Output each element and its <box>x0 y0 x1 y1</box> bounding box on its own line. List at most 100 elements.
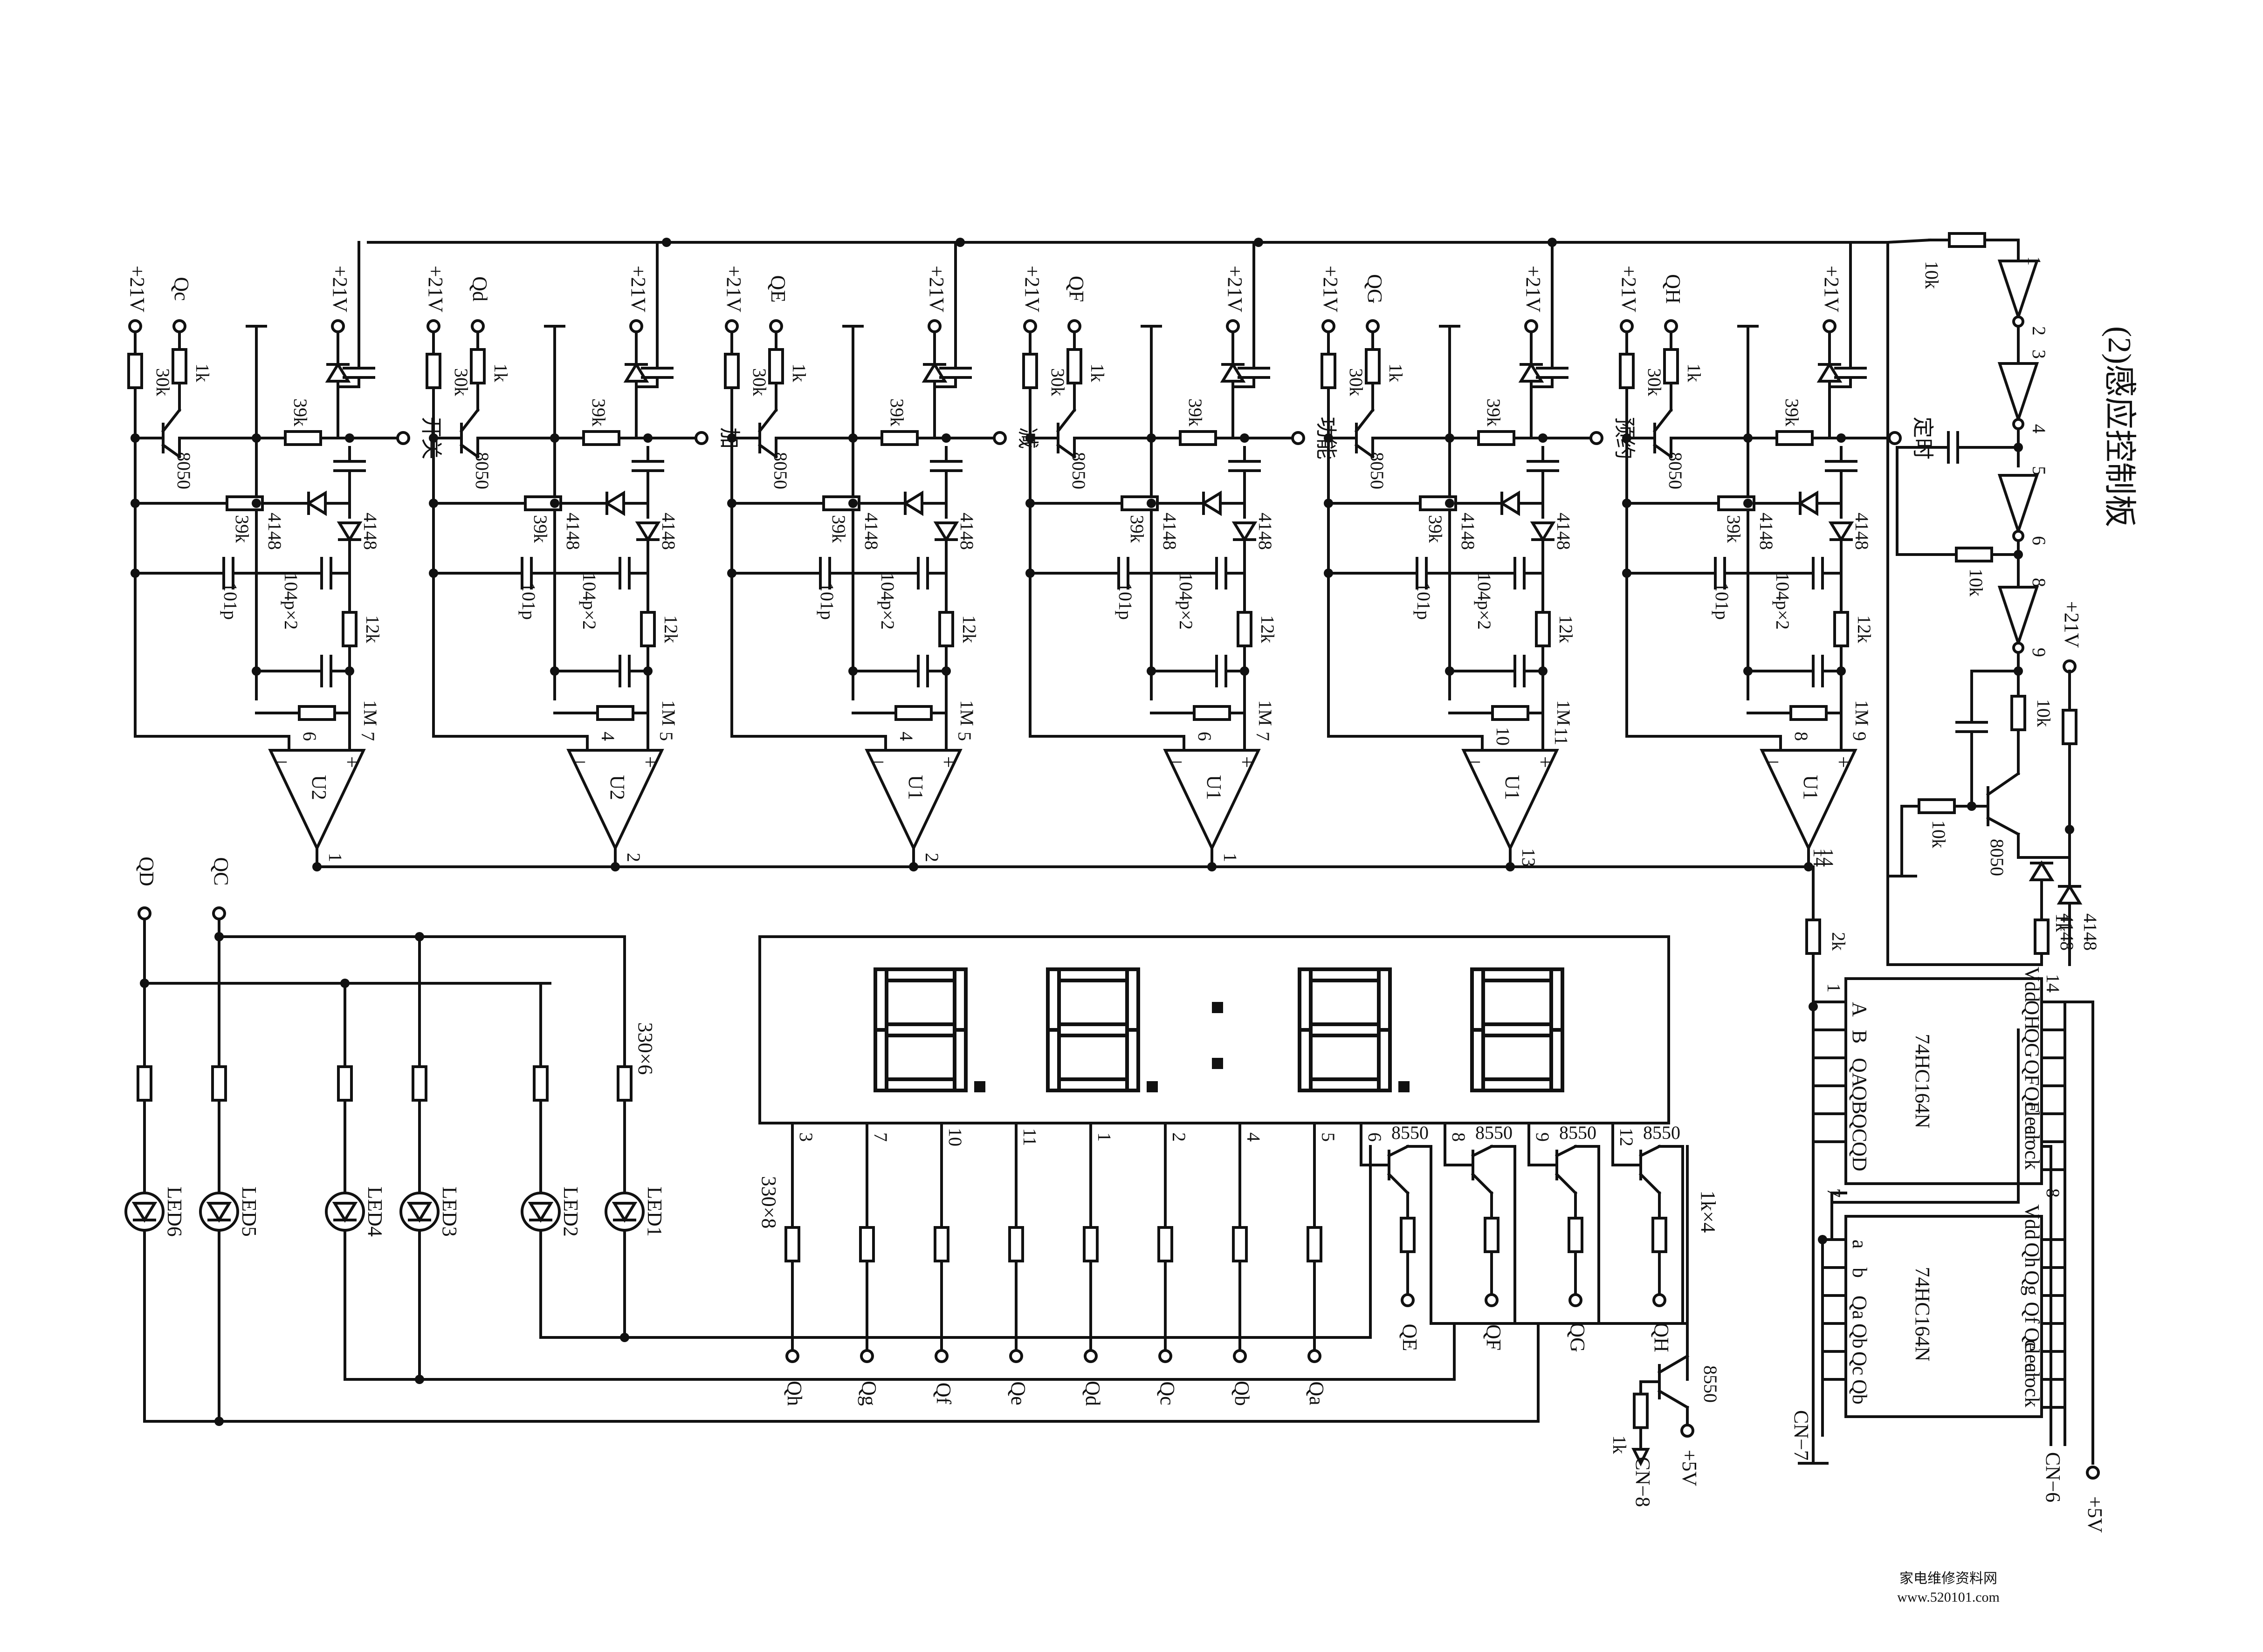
common-transistor: 8550 <box>1700 1365 1721 1403</box>
channel-5-v21: +21V <box>1319 266 1342 313</box>
channel-6-transistor: 8050 <box>1665 452 1686 489</box>
channel-2-v21: +21V <box>424 266 447 313</box>
channel-1-q: Qc <box>170 277 193 301</box>
led-qd: QD <box>135 857 158 886</box>
junction <box>214 1417 224 1426</box>
digit-pin: 6 <box>1364 1132 1385 1142</box>
resistor <box>2010 695 2026 731</box>
channel-3-opamp-name: U1 <box>904 775 927 800</box>
channel-2-r39k-top <box>582 430 620 446</box>
junction <box>1818 1235 1827 1244</box>
resistor <box>596 705 634 721</box>
segment-label: Qg <box>858 1381 880 1406</box>
label: 3 <box>2029 350 2050 359</box>
channel-5-q: QG <box>1363 274 1386 304</box>
channel-3-r1k <box>768 348 784 384</box>
terminal <box>1620 319 1634 333</box>
ic1-74hc164 <box>1844 977 2043 1185</box>
ic2-name: 74HC164N <box>1911 1267 1934 1362</box>
resistor <box>934 1226 949 1262</box>
junction <box>140 979 149 988</box>
ic1-pin-left: QB <box>1848 1086 1871 1114</box>
diode <box>337 521 363 542</box>
channel-2-r12k <box>640 611 656 647</box>
label: 2 <box>2029 326 2050 336</box>
ic2-pin-left: Qa <box>1848 1296 1871 1319</box>
terminal <box>331 319 345 333</box>
segment <box>1303 1022 1386 1037</box>
channel-2-diode-b: 4148 <box>658 513 679 550</box>
ic2-pin-right: Qe <box>2021 1328 2043 1351</box>
display-pin: 11 <box>1019 1128 1040 1146</box>
channel-5-opamp-name: U1 <box>1501 775 1524 800</box>
label: 4 <box>598 732 619 741</box>
channel-6-r30k <box>1619 353 1635 389</box>
label: 30k <box>1047 368 1068 396</box>
label: 5 <box>954 732 975 741</box>
terminal <box>1009 1349 1023 1363</box>
label: + <box>1241 751 1253 774</box>
ic2-pin-right: Qg <box>2021 1270 2043 1296</box>
label: 39k <box>1483 398 1504 426</box>
diode <box>2029 860 2055 881</box>
connector-cn8: CN−8 <box>1631 1457 1654 1507</box>
segment <box>1052 1022 1135 1037</box>
resistor <box>1400 1217 1416 1253</box>
label: − <box>1470 751 1481 774</box>
ic1-pin-left: QC <box>1848 1114 1871 1142</box>
channel-6-q: QH <box>1662 274 1685 304</box>
digit-label: QE <box>1398 1324 1421 1351</box>
digit-pin: 12 <box>1616 1128 1637 1146</box>
terminal <box>1652 1293 1666 1307</box>
terminal <box>928 319 942 333</box>
resistor-array-1kx4: 1k×4 <box>1697 1191 1720 1233</box>
resistor <box>1948 232 1986 248</box>
label: 1 <box>1823 983 1844 993</box>
label: 1M <box>1851 700 1872 726</box>
label: 12k <box>362 615 383 643</box>
terminal <box>629 319 643 333</box>
terminal <box>1589 431 1603 445</box>
digit-transistor: 8550 <box>1391 1122 1429 1143</box>
label: 30k <box>1644 368 1665 396</box>
resistor <box>1008 1226 1024 1262</box>
diode <box>1231 521 1258 542</box>
label: +21V <box>925 266 948 313</box>
terminal <box>1084 1349 1098 1363</box>
ic1-pin-left: A <box>1848 1002 1871 1017</box>
segment <box>1476 967 1559 982</box>
channel-3-r30k <box>724 353 740 389</box>
channel-3-v21: +21V <box>722 266 745 313</box>
segment <box>1303 967 1386 982</box>
label: 13 <box>1518 848 1539 867</box>
channel-5-r12k <box>1535 611 1551 647</box>
segment <box>1476 1077 1559 1092</box>
terminal <box>138 906 151 920</box>
label: + <box>943 751 955 774</box>
channel-1-opamp <box>268 749 366 851</box>
resistor <box>1568 1217 1583 1253</box>
inverter-3 <box>1997 474 2039 536</box>
junction <box>1809 1002 1818 1011</box>
segment-label: Qf <box>932 1383 955 1405</box>
label: 1 <box>325 853 346 862</box>
led-name: LED3 <box>438 1186 461 1237</box>
ic2-pin-right: Vdd <box>2021 1204 2043 1240</box>
diode <box>528 1202 554 1223</box>
ic2-pin-left: Qb <box>1848 1379 1871 1405</box>
junction <box>550 666 559 676</box>
led-name: LED1 <box>643 1186 666 1237</box>
label: 6 <box>299 732 320 741</box>
resistor <box>1491 705 1529 721</box>
ic1-pin-right: QF <box>2021 1060 2043 1086</box>
label: 14 <box>2043 974 2064 993</box>
channel-4-opamp <box>1163 749 1261 851</box>
segment-label: Qc <box>1156 1381 1179 1405</box>
label: − <box>1171 751 1183 774</box>
resistor <box>1083 1226 1099 1262</box>
label: 10k <box>1921 261 1942 289</box>
channel-1-diode-b: 4148 <box>360 513 381 550</box>
label: 39k <box>1127 515 1148 543</box>
label: 14 <box>1816 848 1837 867</box>
